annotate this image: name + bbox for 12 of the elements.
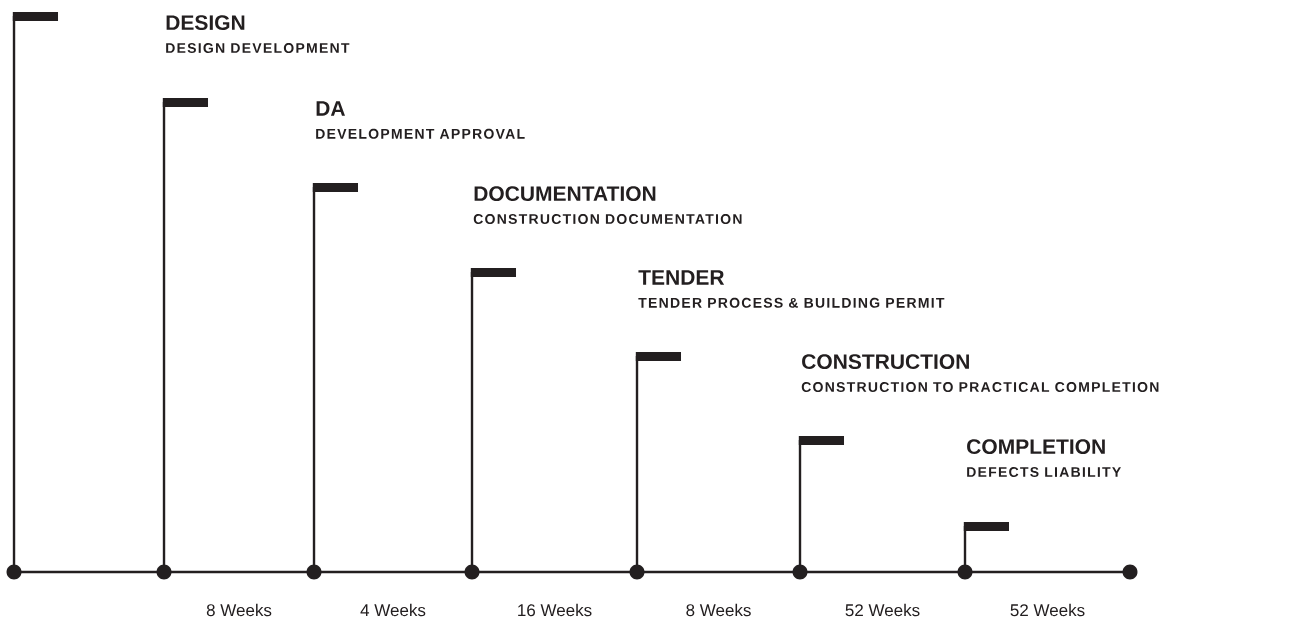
duration-label: 8 Weeks (686, 603, 751, 617)
phase-label: CONSTRUCTION CONSTRUCTION TO PRACTICAL COMPLETION (801, 354, 1159, 392)
duration-label: 52 Weeks (845, 603, 920, 617)
duration-label: 16 Weeks (518, 603, 592, 617)
duration-label: 8 Weeks (206, 603, 272, 617)
duration-label: 4 Weeks (360, 603, 426, 617)
phase-label: COMPLETION DEFECTS LIABILITY (967, 439, 1121, 477)
phase-label: TENDER TENDER PROCESS & BUILDING PERMIT (638, 270, 945, 308)
duration-label: 52 Weeks (1010, 603, 1085, 617)
phase-label: DESIGN DESIGN DEVELOPMENT (166, 15, 350, 53)
phase-label: DA DEVELOPMENT APPROVAL (316, 101, 525, 139)
phase-label: DOCUMENTATION CONSTRUCTION DOCUMENTATION (473, 186, 742, 224)
